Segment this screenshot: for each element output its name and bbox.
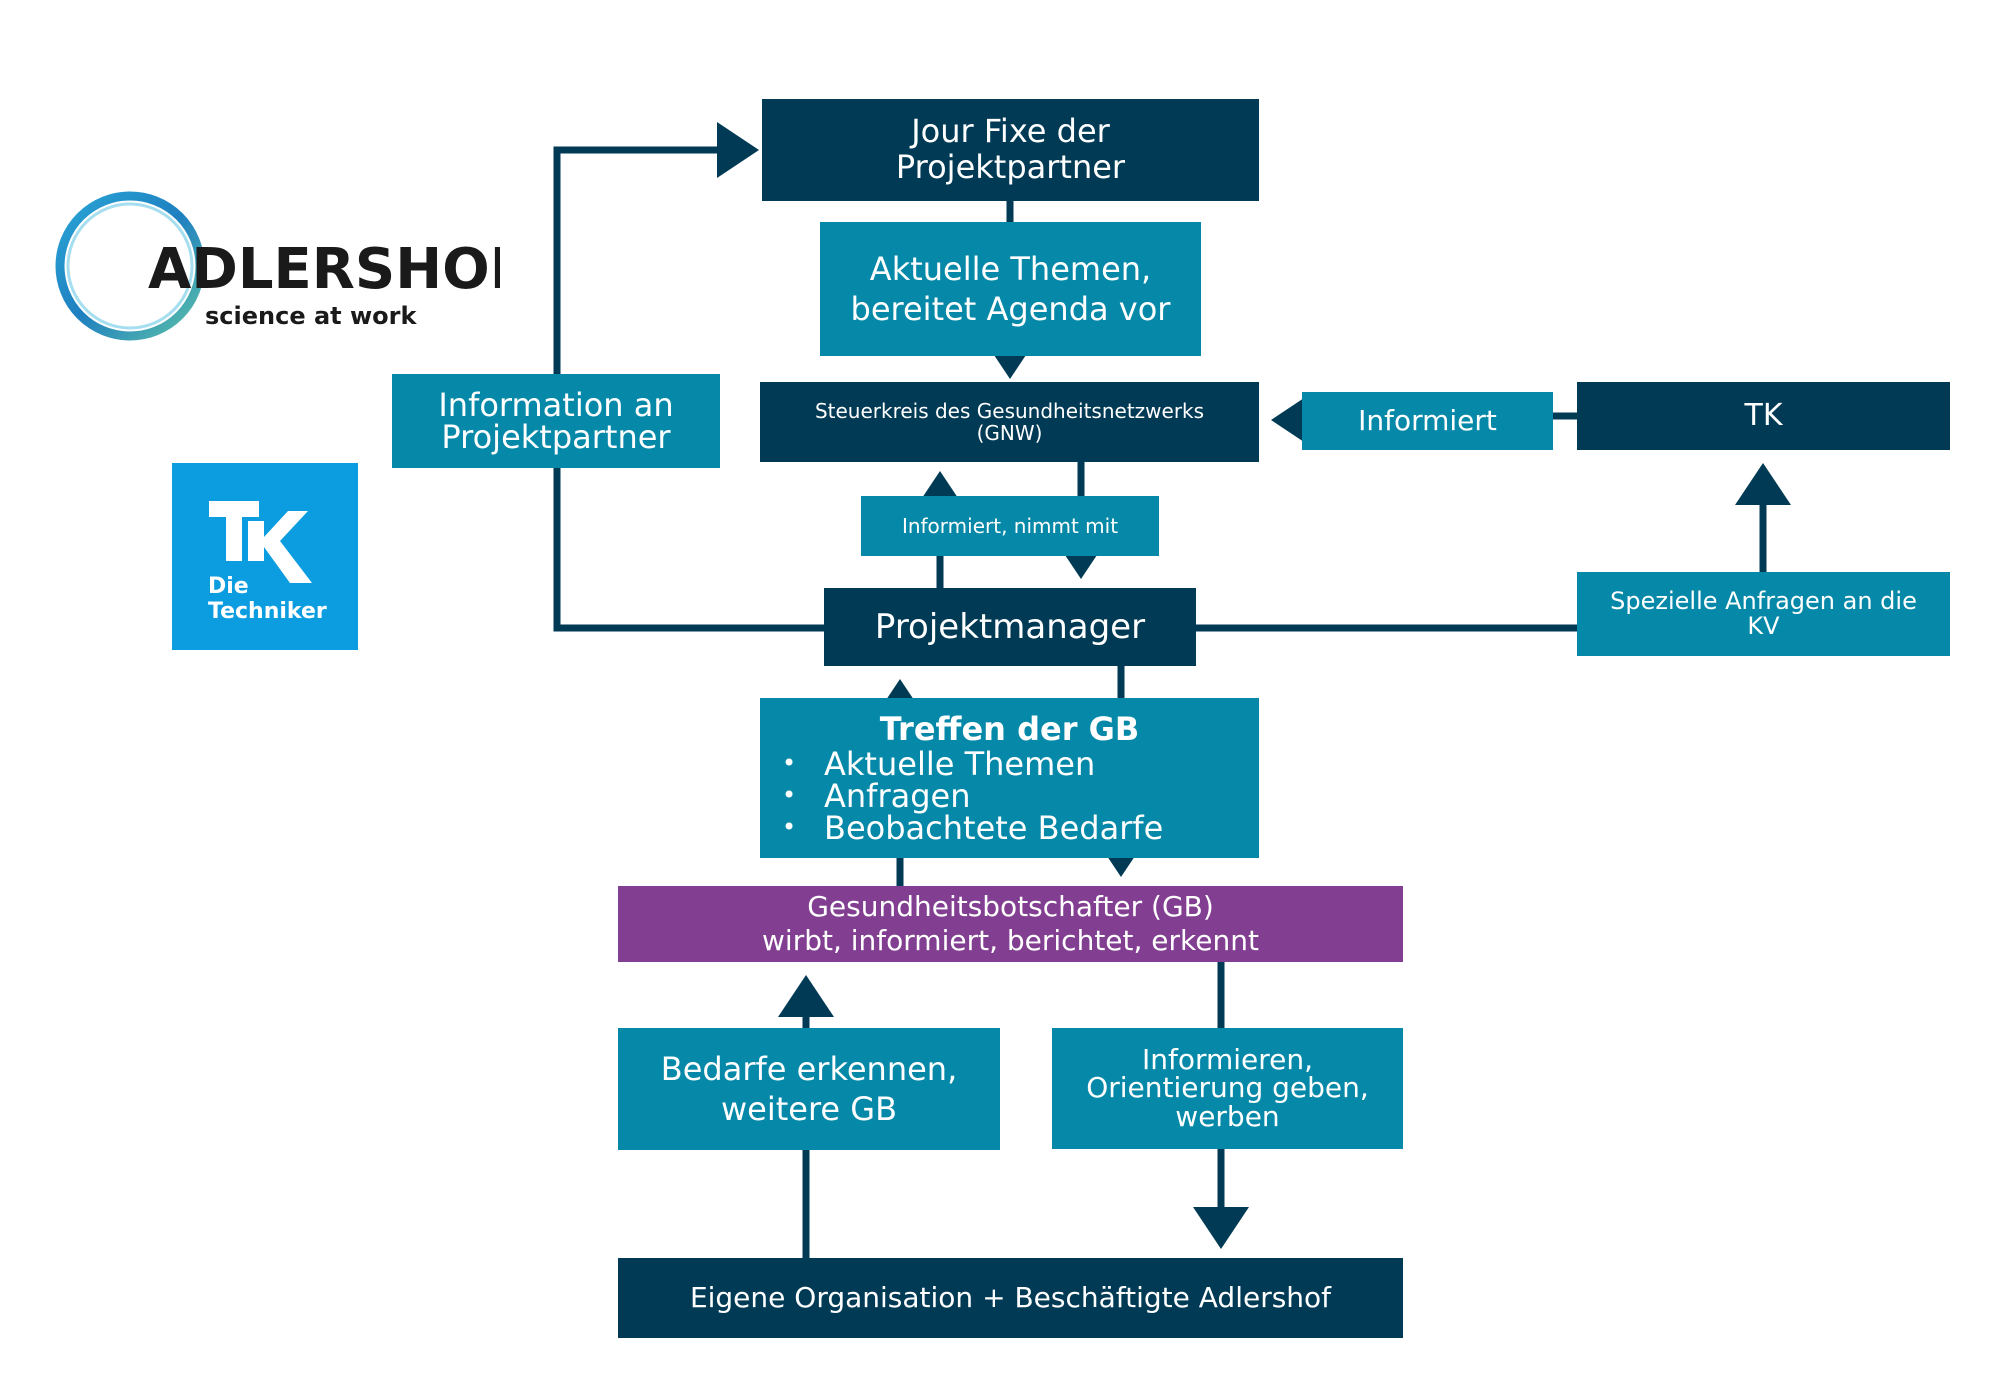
treffen-item: Anfragen [782, 780, 1259, 812]
steuerkreis-box: Steuerkreis des Gesundheitsnetzwerks (GN… [760, 382, 1259, 462]
adlershof-tagline: science at work [205, 302, 417, 330]
bedarfe-line2: weitere GB [720, 1090, 898, 1128]
information-line1: Information an [438, 386, 674, 424]
gesundheitsbotschafter-line2: wirbt, informiert, berichtet, erkennt [762, 924, 1259, 957]
eigene-organisation-label: Eigene Organisation + Beschäftigte Adler… [689, 1281, 1332, 1315]
treffen-title: Treffen der GB [879, 710, 1140, 749]
projektmanager-label: Projektmanager [874, 606, 1146, 647]
tk-label: TK [1744, 398, 1783, 434]
tk-box: TK [1577, 382, 1950, 450]
aktuelle-themen-line1: Aktuelle Themen, [869, 250, 1152, 288]
projektmanager-box: Projektmanager [824, 588, 1196, 666]
aktuelle-themen-line2: bereitet Agenda vor [850, 290, 1171, 328]
steuerkreis-line2: (GNW) [976, 421, 1043, 445]
eigene-organisation-box: Eigene Organisation + Beschäftigte Adler… [618, 1258, 1403, 1338]
steuerkreis-line1: Steuerkreis des Gesundheitsnetzwerks [814, 399, 1205, 423]
informiert-box: Informiert [1302, 392, 1553, 450]
spezielle-anfragen-line2: KV [1747, 612, 1780, 640]
bedarfe-erkennen-box: Bedarfe erkennen, weitere GB [618, 1028, 1000, 1150]
informieren-line3: werben [1175, 1099, 1280, 1133]
information-line2: Projektpartner [441, 418, 671, 456]
tk-logo: Die Techniker [172, 463, 358, 650]
jour-fixe-line2: Projektpartner [895, 148, 1126, 186]
spezielle-anfragen-line1: Spezielle Anfragen an die [1610, 586, 1917, 615]
spezielle-anfragen-box: Spezielle Anfragen an die KV [1577, 572, 1950, 656]
adlershof-logo: ADLERSHOF science at work [50, 188, 528, 348]
gesundheitsbotschafter-line1: Gesundheitsbotschafter (GB) [807, 890, 1214, 924]
informiert-nimmt-mit-box: Informiert, nimmt mit [861, 496, 1159, 556]
tk-logo-line1: Die [208, 574, 249, 599]
information-projektpartner-box: Information an Projektpartner [392, 374, 720, 468]
informiert-nimmt-mit-label: Informiert, nimmt mit [901, 513, 1119, 538]
aktuelle-themen-box: Aktuelle Themen, bereitet Agenda vor [820, 222, 1201, 356]
treffen-item: Beobachtete Bedarfe [782, 812, 1259, 844]
bedarfe-line1: Bedarfe erkennen, [660, 1050, 958, 1088]
informieren-box: Informieren, Orientierung geben, werben [1052, 1028, 1403, 1149]
jour-fixe-line1: Jour Fixe der [911, 112, 1110, 151]
gesundheitsbotschafter-box: Gesundheitsbotschafter (GB) wirbt, infor… [618, 886, 1403, 962]
informieren-line1: Informieren, [1141, 1042, 1314, 1076]
treffen-list: Aktuelle Themen Anfragen Beobachtete Bed… [760, 748, 1259, 844]
treffen-item: Aktuelle Themen [782, 748, 1259, 780]
informiert-label: Informiert [1358, 404, 1497, 438]
jour-fixe-box: Jour Fixe der Projektpartner [762, 99, 1259, 201]
treffen-der-gb-box: Treffen der GB Aktuelle Themen Anfragen … [760, 698, 1259, 858]
informieren-line2: Orientierung geben, [1086, 1071, 1369, 1105]
tk-logo-line2: Techniker [208, 599, 327, 624]
adlershof-wordmark: ADLERSHOF [148, 237, 500, 302]
